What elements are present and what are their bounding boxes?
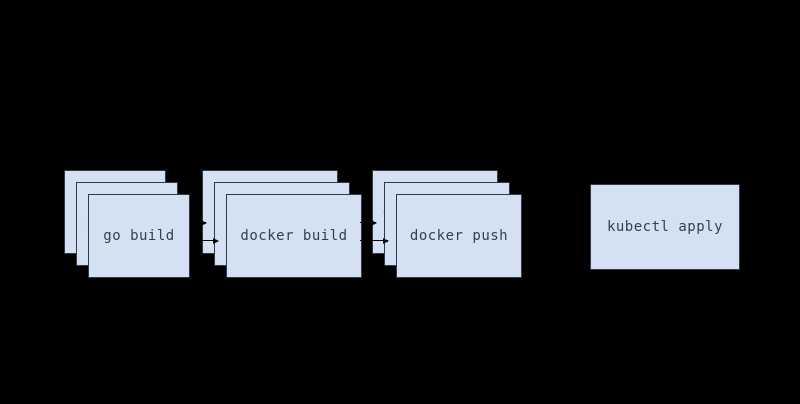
connector-go-build-to-docker-build-lower [190, 240, 218, 241]
node-docker-push[interactable]: docker push [396, 194, 522, 278]
node-docker-build[interactable]: docker build [226, 194, 362, 278]
node-label: docker push [409, 228, 509, 244]
node-label: kubectl apply [606, 219, 724, 235]
node-label: docker build [240, 228, 348, 244]
connector-go-build-to-docker-build-upper [190, 222, 206, 223]
node-label: go build [103, 228, 175, 244]
connector-docker-build-to-docker-push-lower [360, 240, 388, 241]
node-kubectl-apply[interactable]: kubectl apply [590, 184, 740, 270]
occlusion-gap-1 [190, 194, 202, 278]
occlusion-gap-2 [362, 194, 372, 278]
connector-docker-build-to-docker-push-upper [360, 222, 376, 223]
node-go-build[interactable]: go build [88, 194, 190, 278]
